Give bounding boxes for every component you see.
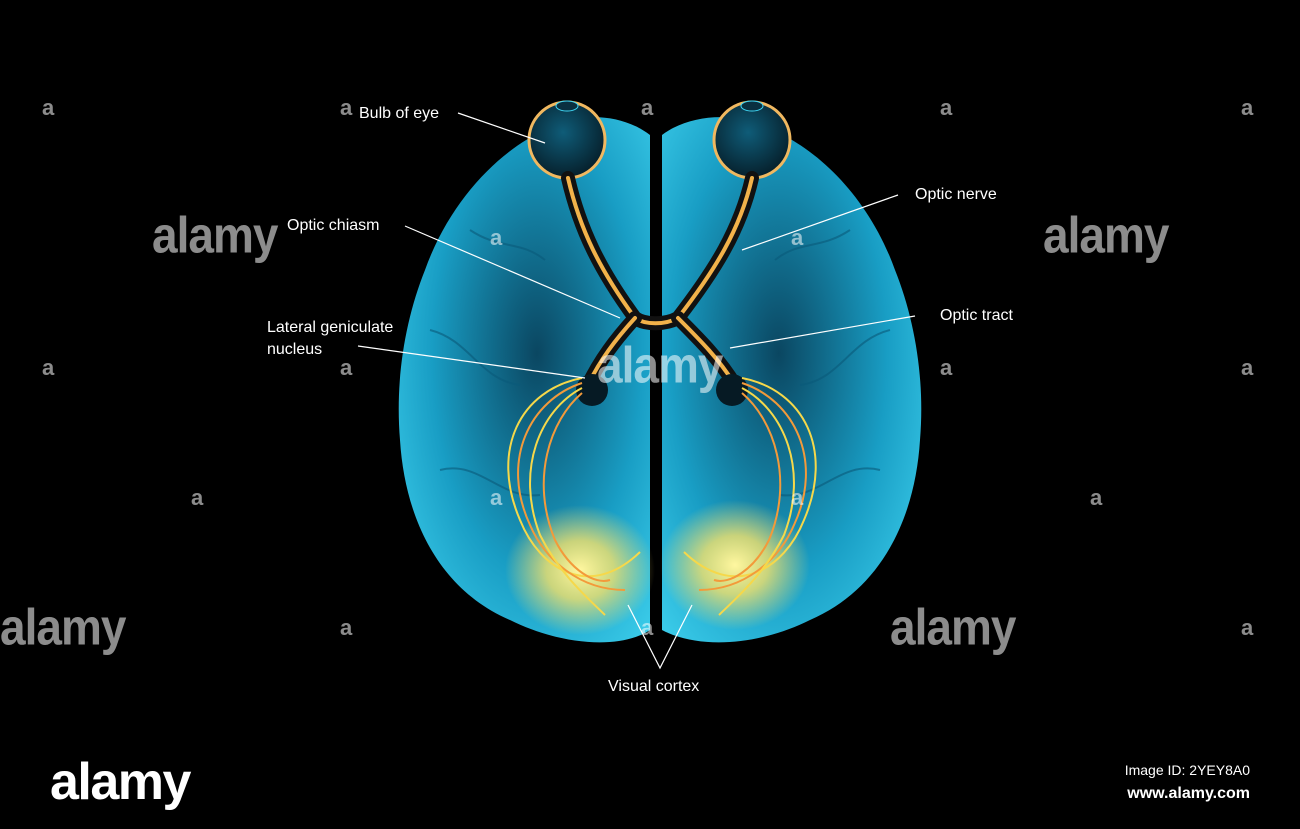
label-bulb-of-eye: Bulb of eye (359, 105, 440, 122)
label-lgn-line1: Lateral geniculate (267, 319, 394, 336)
right-eye-bulb (712, 100, 792, 180)
watermark-letter: a (490, 225, 503, 250)
watermark-letter: a (490, 485, 503, 510)
visual-cortex-glow-left (505, 505, 655, 635)
watermark-letter: a (641, 95, 654, 120)
watermark-text: alamy (0, 598, 126, 656)
watermark-letter: a (1090, 485, 1103, 510)
watermark-letter: a (1241, 95, 1254, 120)
leader-lines (357, 112, 916, 670)
optic-radiations (507, 377, 817, 616)
site-url: www.alamy.com (1127, 785, 1250, 802)
brand-logo: alamy (50, 753, 191, 811)
watermark-letter: a (791, 225, 804, 250)
label-optic-tract: Optic tract (940, 307, 1013, 324)
watermark-text: alamy (152, 206, 278, 264)
visual-cortex-glow-right (660, 500, 810, 630)
watermark-letter: a (42, 355, 55, 380)
watermark-text: alamy (890, 598, 1016, 656)
label-optic-nerve: Optic nerve (915, 186, 997, 203)
label-visual-cortex: Visual cortex (608, 678, 700, 695)
watermark-letter: a (340, 615, 353, 640)
label-lgn-line2: nucleus (267, 341, 323, 358)
watermark-letter: a (641, 615, 654, 640)
watermark-letter: a (42, 95, 55, 120)
watermark-letter: a (1241, 615, 1254, 640)
image-id: Image ID: 2YEY8A0 (1124, 762, 1250, 778)
left-eye-bulb (527, 100, 607, 180)
watermark-letter: a (791, 485, 804, 510)
lgn-right (716, 374, 748, 406)
watermark-letter: a (1241, 355, 1254, 380)
watermark-letter: a (340, 355, 353, 380)
watermark-letter: a (940, 95, 953, 120)
watermark-text: alamy (1043, 206, 1169, 264)
watermark-letter: a (191, 485, 204, 510)
watermark-letter: a (940, 355, 953, 380)
watermark-text: alamy (597, 336, 723, 394)
watermark-letter: a (340, 95, 353, 120)
label-optic-chiasm: Optic chiasm (287, 217, 380, 234)
lgn-left (576, 374, 608, 406)
footer-bar (0, 739, 1300, 829)
